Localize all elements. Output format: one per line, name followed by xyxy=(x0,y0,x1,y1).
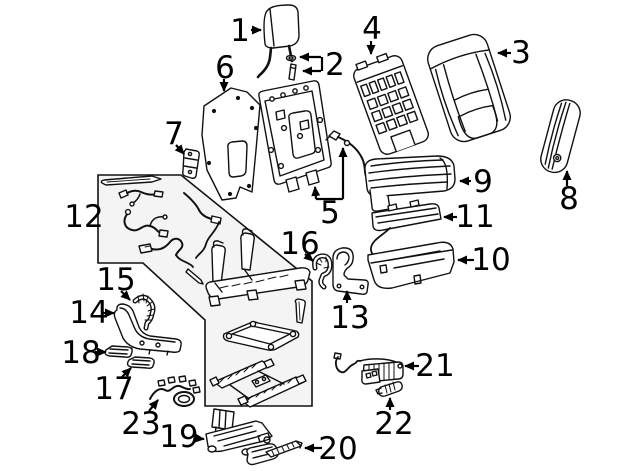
callout-18: 18 xyxy=(61,335,100,371)
seat-track-assembly xyxy=(209,358,307,408)
callout-23: 23 xyxy=(121,406,160,442)
callout-15: 15 xyxy=(96,262,135,298)
leader-lines xyxy=(95,25,572,453)
callout-9: 9 xyxy=(473,164,493,200)
part-15-strap xyxy=(132,293,156,331)
part-13-side-shield xyxy=(332,247,369,295)
callout-14: 14 xyxy=(69,295,108,331)
callout-7: 7 xyxy=(164,116,184,152)
part-4-back-trim-panel xyxy=(353,52,429,155)
callout-11: 11 xyxy=(455,199,494,235)
callout-2: 2 xyxy=(325,47,345,83)
leader-5a xyxy=(311,186,321,200)
callout-5: 5 xyxy=(320,195,340,231)
callout-8: 8 xyxy=(559,181,579,217)
part-8-armrest xyxy=(540,99,581,174)
part-2-headrest-guides xyxy=(285,54,297,81)
part-21-adjuster-motor xyxy=(333,352,404,385)
callout-3: 3 xyxy=(511,35,531,71)
callout-13: 13 xyxy=(330,300,369,336)
adjuster-frame xyxy=(222,320,300,352)
callout-19: 19 xyxy=(159,419,198,455)
recliner-frame-assembly xyxy=(205,228,311,324)
part-6-back-panel xyxy=(201,87,261,201)
leader-7 xyxy=(174,144,185,155)
part-12-wiring-harnesses xyxy=(100,175,222,285)
callout-21: 21 xyxy=(415,348,454,384)
part-5-back-frame xyxy=(258,80,332,193)
callout-6: 6 xyxy=(215,50,235,86)
callout-22: 22 xyxy=(374,406,413,442)
leader-17 xyxy=(120,367,132,379)
part-10-cushion-pad xyxy=(367,241,455,290)
leader-16 xyxy=(303,251,314,262)
callout-12: 12 xyxy=(64,199,103,235)
part-22-clip xyxy=(375,381,403,397)
part-20-track-cover xyxy=(246,440,303,466)
part-1-headrest xyxy=(256,4,300,79)
leader-15 xyxy=(120,290,131,301)
callout-labels: 1 2 3 4 5 6 7 8 9 10 11 12 13 14 15 16 1… xyxy=(61,11,579,467)
part-23-harness xyxy=(149,375,201,407)
callout-17: 17 xyxy=(94,371,133,407)
part-7-latch-handle xyxy=(182,148,200,179)
part-18-clip xyxy=(104,345,133,358)
part-19-riser-bracket xyxy=(205,408,273,456)
callout-4: 4 xyxy=(362,11,382,47)
callout-20: 20 xyxy=(318,431,357,467)
callout-1: 1 xyxy=(230,13,250,49)
leader-19 xyxy=(193,433,205,443)
part-3-back-cushion xyxy=(427,33,511,143)
callout-16: 16 xyxy=(280,226,319,262)
callout-10: 10 xyxy=(471,242,510,278)
leader-23 xyxy=(148,399,159,412)
part-16-belt-guide xyxy=(312,253,333,290)
part-17-clip xyxy=(126,356,155,369)
part-9-cushion-cover xyxy=(364,155,456,212)
